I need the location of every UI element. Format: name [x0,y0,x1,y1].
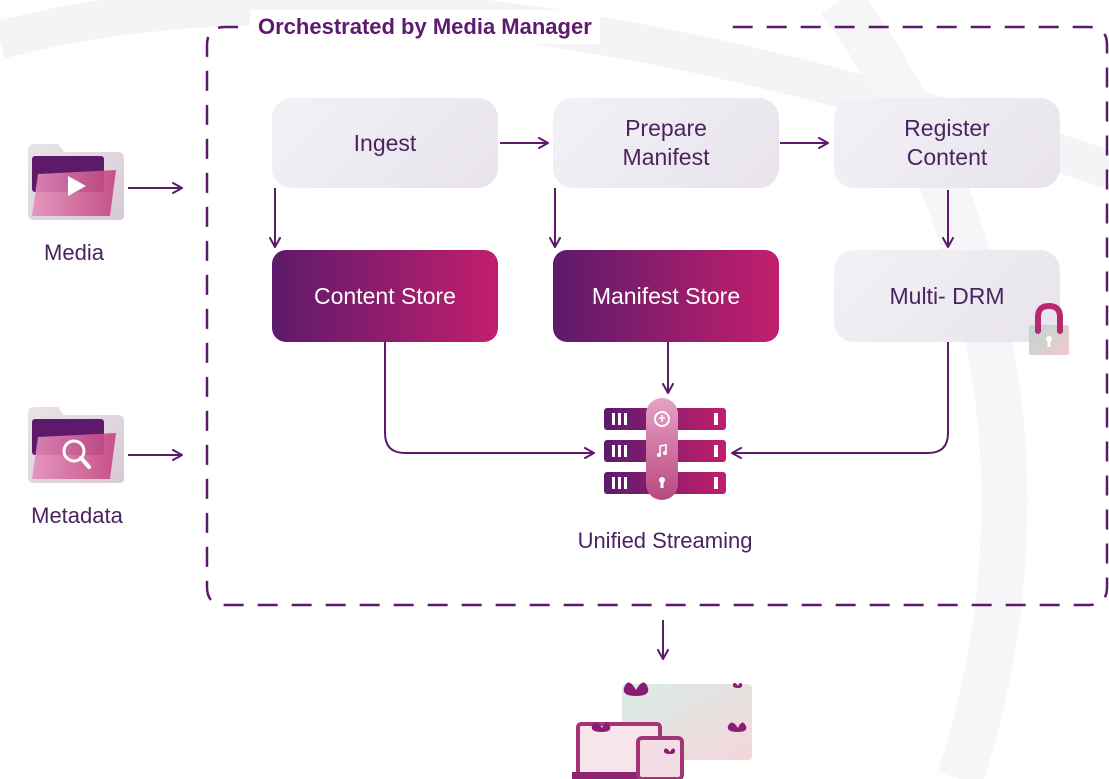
media-label: Media [44,240,104,265]
server-rack-icon [604,398,726,500]
metadata-folder-icon [28,407,124,483]
content-store: Content Store [272,250,498,342]
multi-drm: Multi- DRM [834,250,1060,342]
manifest-store: Manifest Store [553,250,779,342]
padlock-icon [1029,303,1069,355]
media-folder-icon [28,144,124,220]
frame-title: Orchestrated by Media Manager [250,10,600,44]
ingest-step: Ingest [272,98,498,188]
register-content-step: Register Content [834,98,1060,188]
prepare-manifest-step: Prepare Manifest [553,98,779,188]
devices-icon [572,682,752,779]
metadata-label: Metadata [31,503,123,528]
unified-streaming-label: Unified Streaming [577,528,753,553]
